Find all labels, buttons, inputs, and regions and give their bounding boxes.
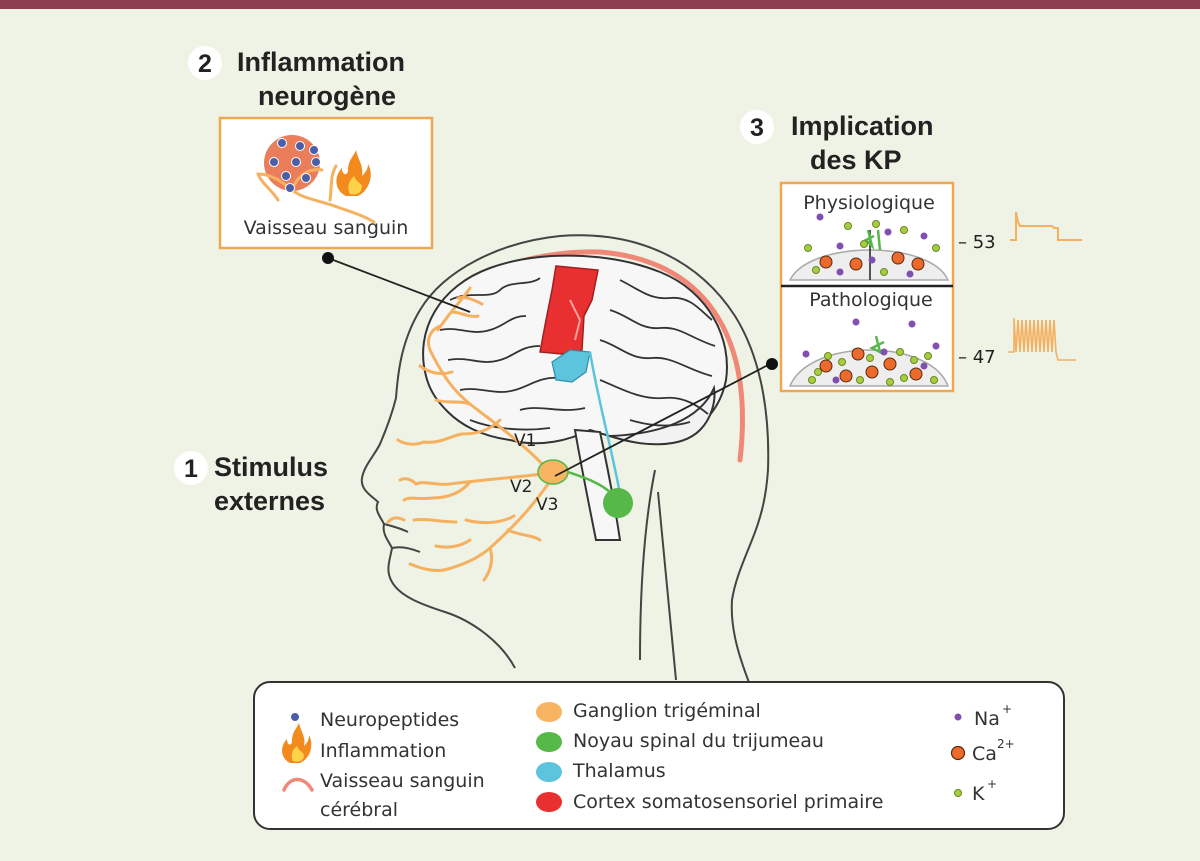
step-2-line1: Inflammation [237, 47, 405, 77]
label-v3: V3 [536, 495, 558, 515]
kp-box: Physiologique [779, 181, 1082, 393]
kp-top-voltage: – 53 [958, 232, 996, 253]
step-2-number: 2 [198, 50, 212, 78]
legend-ca-sup: 2+ [997, 737, 1015, 751]
legend-na-sup: + [1002, 702, 1012, 716]
kp-bottom-label: Pathologique [809, 289, 932, 311]
kp-bottom-channel [869, 335, 885, 355]
step-3-line2: des KP [810, 145, 902, 175]
legend-flame-icon [282, 723, 312, 763]
step-3-implication: 3 Implication des KP [740, 110, 934, 175]
legend-ganglion-swatch [536, 702, 562, 722]
legend-thalamus: Thalamus [572, 760, 666, 782]
inflammation-box-label: Vaisseau sanguin [244, 217, 409, 239]
kp-bottom-voltage: – 47 [958, 347, 996, 368]
step-1-line1: Stimulus [214, 452, 328, 482]
step-3-number: 3 [750, 114, 764, 142]
legend-k-swatch [954, 789, 962, 797]
step-2-line2: neurogène [258, 81, 396, 111]
step-2-inflammation: 2 Inflammation neurogène [188, 46, 405, 111]
thalamic-pathway [588, 351, 622, 495]
legend: Neuropeptides Inflammation Vaisseau sang… [253, 681, 1065, 830]
kp-top-ions [804, 213, 940, 278]
kp-bottom-ions [802, 318, 940, 386]
head-outline [360, 234, 770, 691]
step-1-number: 1 [184, 455, 198, 483]
legend-k-sup: + [987, 777, 997, 791]
top-accent-bar [0, 0, 1200, 9]
neuropeptide-dots [269, 138, 321, 193]
legend-inflammation: Inflammation [320, 740, 446, 762]
legend-vessel-line2: cérébral [320, 799, 398, 821]
label-v1: V1 [514, 431, 536, 451]
step-1-stimulus: 1 Stimulus externes [174, 451, 328, 516]
legend-ca-swatch [950, 745, 966, 761]
step-1-line2: externes [214, 486, 325, 516]
legend-thalamus-swatch [536, 762, 562, 782]
legend-vessel-line1: Vaisseau sanguin [320, 770, 485, 792]
legend-k: K [972, 783, 985, 805]
legend-noyau: Noyau spinal du trijumeau [573, 730, 824, 752]
legend-na-swatch [954, 713, 962, 721]
connector-inflammation-dot [322, 252, 334, 264]
connector-inflammation [327, 257, 471, 313]
label-v2: V2 [510, 477, 532, 497]
legend-na: Na [974, 708, 1000, 730]
connector-kp-dot [766, 358, 778, 370]
kp-bottom-trace [1008, 317, 1076, 361]
legend-cortex: Cortex somatosensoriel primaire [573, 791, 883, 813]
connector-kp [554, 363, 771, 477]
trigeminal-nerve-branches [386, 286, 550, 582]
kp-top-channel [863, 229, 882, 251]
legend-ganglion: Ganglion trigéminal [573, 700, 761, 722]
thalamus-region [551, 349, 591, 383]
ganglion-trigeminal [537, 459, 569, 485]
legend-neuropeptide-swatch [290, 712, 300, 722]
flame-icon [336, 150, 371, 196]
kp-top-trace [1010, 211, 1082, 241]
kp-top-label: Physiologique [803, 192, 935, 214]
legend-cortex-swatch [536, 792, 562, 812]
legend-ca: Ca [972, 743, 997, 765]
legend-neuropeptides: Neuropeptides [320, 709, 459, 731]
legend-vessel-swatch [282, 777, 314, 792]
legend-noyau-swatch [536, 732, 562, 752]
noyau-spinal [603, 488, 633, 518]
inflammation-box: Vaisseau sanguin [218, 116, 434, 250]
step-3-line1: Implication [791, 111, 934, 141]
